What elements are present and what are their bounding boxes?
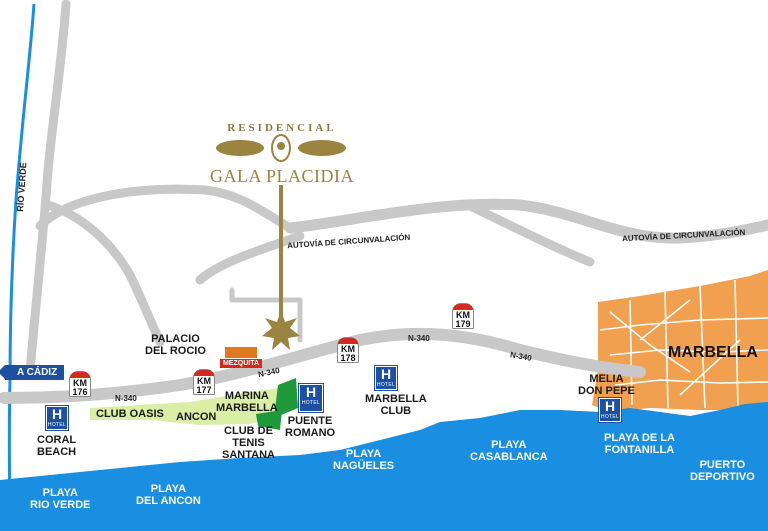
coral-beach-label: CORAL BEACH <box>37 434 77 458</box>
km-marker-179: KM 179 <box>452 303 474 329</box>
club-tenis-label: CLUB DE TENIS SANTANA <box>222 425 275 461</box>
playa-rio-verde-label: PLAYA RIO VERDE <box>30 487 91 511</box>
river-line <box>7 3 36 521</box>
melia-label: MELIA DON PEPE <box>578 373 635 397</box>
a-cadiz-sign: A CÁDIZ <box>0 365 64 380</box>
green-zone-dark <box>274 378 298 418</box>
playa-nagueles-label: PLAYA NAGÜELES <box>333 448 395 472</box>
logo-top-text: RESIDENCIAL <box>227 122 337 134</box>
playa-ancon-label: PLAYA DEL ANCON <box>136 483 201 507</box>
puerto-deportivo-label: PUERTO DEPORTIVO <box>690 459 755 483</box>
playa-casablanca-label: PLAYA CASABLANCA <box>470 439 548 463</box>
location-star <box>262 310 300 350</box>
palacio-label: PALACIO DEL ROCIO <box>145 333 206 357</box>
mezquita-label: MEZQUITA <box>220 359 262 368</box>
hotel-puente-romano-icon: H HOTEL <box>299 384 323 412</box>
club-oasis-label: CLUB OASIS <box>96 408 164 420</box>
roads <box>0 0 768 404</box>
logo-laurel <box>216 134 346 162</box>
km-marker-177: KM 177 <box>193 369 215 395</box>
mosque-icon <box>225 347 257 358</box>
n340-label-west: N-340 <box>115 394 137 403</box>
hotel-melia-icon: H HOTEL <box>599 398 621 422</box>
marina-marbella-label: MARINA MARBELLA <box>216 390 278 414</box>
playa-fontanilla-label: PLAYA DE LA FONTANILLA <box>604 432 675 456</box>
ancon-label: ANCON <box>176 411 217 423</box>
hotel-marbella-club-icon: H HOTEL <box>375 366 397 390</box>
puente-romano-label: PUENTE ROMANO <box>285 415 336 439</box>
km-marker-176: KM 176 <box>69 371 91 397</box>
logo-bottom-text: GALA PLACIDIA <box>210 166 354 186</box>
km-marker-178: KM 178 <box>337 337 359 363</box>
city-streets <box>599 279 768 409</box>
n340-label-east: N-340 <box>408 334 430 343</box>
marina-breakwater <box>718 412 752 426</box>
marbella-city-label: MARBELLA <box>668 344 758 361</box>
sea <box>0 402 768 531</box>
mezquita-marker: MEZQUITA <box>220 347 262 369</box>
hotel-coral-beach-icon: H HOTEL <box>46 406 68 430</box>
green-zone-light <box>90 388 284 425</box>
marbella-club-label: MARBELLA CLUB <box>365 393 427 417</box>
